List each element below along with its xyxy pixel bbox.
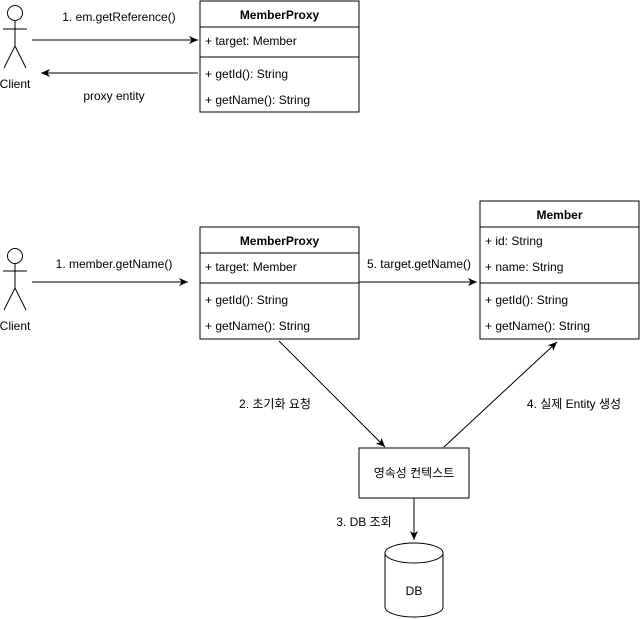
class-title: MemberProxy [240, 234, 320, 248]
class-title: Member [536, 208, 582, 222]
class-method: + getId(): String [205, 67, 288, 81]
class-field: + target: Member [205, 260, 297, 274]
create-entity-label: 4. 실제 Entity 생성 [527, 397, 621, 411]
db-lookup-label: 3. DB 조회 [336, 515, 391, 529]
class-field: + target: Member [205, 34, 297, 48]
create-entity-arrow [443, 341, 558, 448]
client-actor-bottom [3, 248, 27, 311]
class-method: + getName(): String [205, 319, 310, 333]
proxy-entity-label: proxy entity [83, 89, 144, 103]
class-method: + getName(): String [485, 319, 590, 333]
init-request-label: 2. 초기화 요청 [239, 397, 311, 411]
class-field: + name: String [485, 260, 563, 274]
member-proxy-class-bottom: MemberProxy + target: Member + getId(): … [199, 226, 360, 340]
class-method: + getId(): String [205, 293, 288, 307]
member-get-name-label: 1. member.getName() [56, 257, 173, 271]
class-title: MemberProxy [240, 8, 320, 22]
persistence-context-label: 영속성 컨텍스트 [374, 466, 455, 480]
member-class: Member + id: String + name: String + get… [479, 200, 640, 340]
db-label: DB [406, 584, 423, 598]
class-field: + id: String [485, 234, 543, 248]
client-actor-top [3, 5, 27, 69]
get-reference-label: 1. em.getReference() [62, 10, 175, 24]
target-get-name-label: 5. target.getName() [367, 257, 471, 271]
class-method: + getName(): String [205, 93, 310, 107]
member-proxy-class-top: MemberProxy + target: Member + getId(): … [199, 0, 360, 113]
class-method: + getId(): String [485, 293, 568, 307]
persistence-context-box: 영속성 컨텍스트 [358, 447, 470, 499]
db-cylinder: DB [384, 542, 444, 618]
client-label-top: Client [0, 77, 31, 91]
client-label-bottom: Client [0, 319, 31, 333]
init-request-arrow [278, 340, 386, 448]
